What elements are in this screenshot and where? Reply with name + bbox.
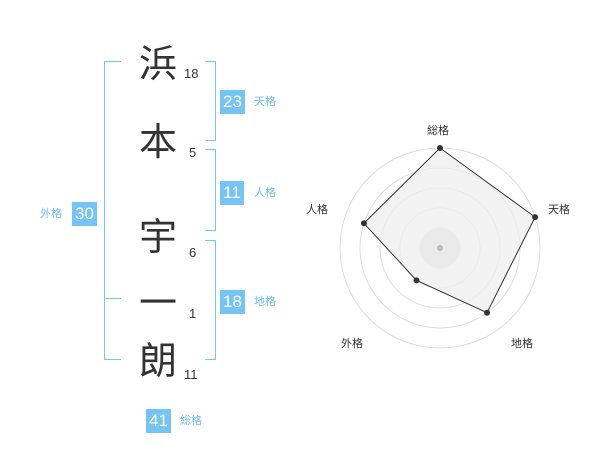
jinkaku-bracket <box>205 149 216 231</box>
radar-point-3 <box>484 309 491 316</box>
stroke-count-1: 18 <box>184 66 199 81</box>
name-char-4: 一 <box>138 281 177 325</box>
radar-axis-label-tenkaku: 天格 <box>548 203 570 216</box>
gaikaku-bracket <box>104 61 121 360</box>
radar-axis-label-chikaku: 地格 <box>511 337 533 350</box>
chikaku-bracket <box>205 240 216 360</box>
radar-point-2 <box>532 214 539 221</box>
radar-center-dot <box>437 245 443 251</box>
radar-series-polygon <box>363 147 536 314</box>
tenkaku-label: 天格 <box>254 95 276 108</box>
gaikaku-bracket-tick <box>104 298 121 299</box>
radar-axis-label-gaikaku: 外格 <box>341 337 363 350</box>
stroke-count-2: 5 <box>189 145 197 160</box>
tenkaku-value: 23 <box>220 90 245 114</box>
soukaku-value: 41 <box>146 409 171 433</box>
radar-point-5 <box>360 220 367 227</box>
radar-axis-label-jinkaku: 人格 <box>306 203 328 216</box>
soukaku-label: 総格 <box>180 414 202 427</box>
chikaku-label: 地格 <box>254 295 276 308</box>
radar-point-4 <box>413 277 420 284</box>
radar-axis-label-soukaku: 総格 <box>427 124 449 137</box>
name-char-5: 朗 <box>138 339 177 383</box>
radar-point-1 <box>437 145 443 151</box>
name-char-1: 浜 <box>138 42 177 86</box>
stroke-count-5: 11 <box>184 367 198 382</box>
stroke-count-4: 1 <box>189 306 197 321</box>
name-char-3: 宇 <box>138 215 177 259</box>
tenkaku-bracket <box>205 61 216 141</box>
gaikaku-label: 外格 <box>40 207 62 220</box>
stroke-count-3: 6 <box>189 245 197 260</box>
jinkaku-label: 人格 <box>254 186 276 199</box>
chikaku-value: 18 <box>220 290 245 314</box>
jinkaku-value: 11 <box>220 181 244 205</box>
name-char-2: 本 <box>138 120 177 164</box>
gaikaku-value: 30 <box>72 202 97 226</box>
